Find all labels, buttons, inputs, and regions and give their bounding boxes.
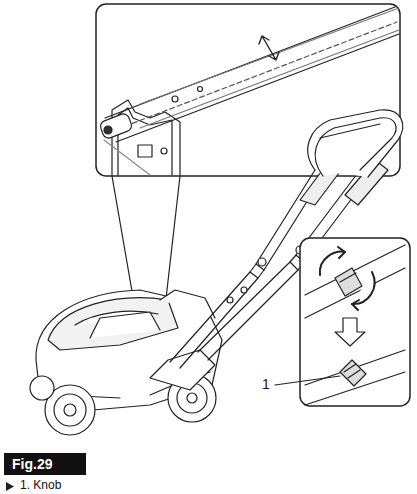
- knob-detail: [305, 245, 405, 405]
- detail-inset: [96, 4, 400, 176]
- callout-number: 1: [262, 376, 270, 392]
- detail-inset: [300, 238, 410, 406]
- caption-marker: [6, 482, 14, 491]
- figure-caption: 1. Knob: [20, 478, 61, 492]
- figure-number: Fig.29: [12, 456, 52, 472]
- leader-line: [275, 376, 340, 385]
- figure-label: Fig.29: [4, 453, 86, 475]
- handle-joint-detail: [99, 7, 399, 175]
